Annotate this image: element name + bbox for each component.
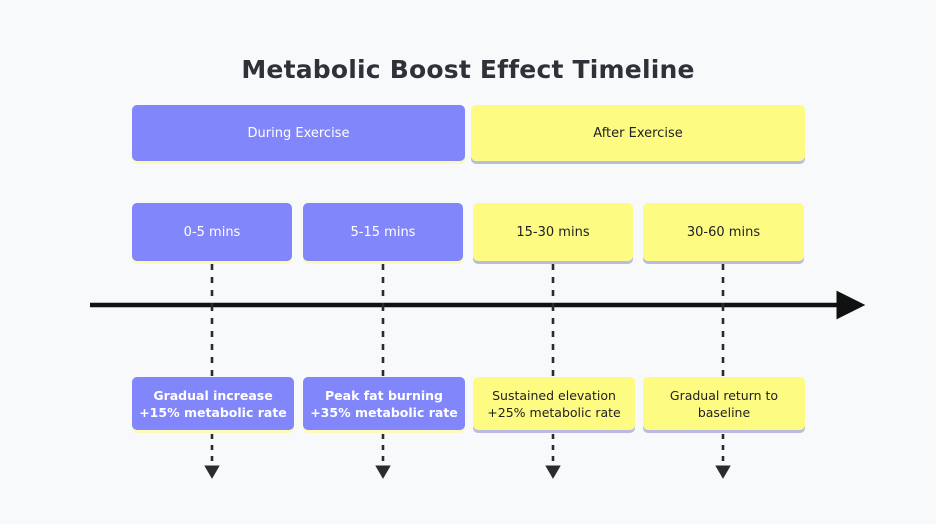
description-line-1: Peak fat burning: [325, 387, 443, 403]
description-line-1: Gradual increase: [153, 387, 273, 403]
description-line-1: Gradual return to: [669, 387, 779, 403]
description-box-30-60-mins[interactable]: Gradual return to baseline: [643, 377, 805, 430]
time-box-15-30-mins[interactable]: 15-30 mins: [473, 203, 633, 261]
time-box-label: 15-30 mins: [516, 224, 590, 240]
connector-group-upper: [210, 264, 725, 305]
time-box-0-5-mins[interactable]: 0-5 mins: [132, 203, 292, 261]
time-box-label: 5-15 mins: [350, 224, 416, 240]
description-line-2: +35% metabolic rate: [310, 404, 458, 420]
connector-group-lower: [210, 305, 725, 377]
time-box-5-15-mins[interactable]: 5-15 mins: [303, 203, 463, 261]
time-box-30-60-mins[interactable]: 30-60 mins: [643, 203, 804, 261]
description-box-0-5-mins[interactable]: Gradual increase +15% metabolic rate: [132, 377, 294, 430]
description-line-2: baseline: [697, 404, 751, 420]
time-box-label: 0-5 mins: [183, 224, 241, 240]
time-box-label: 30-60 mins: [686, 224, 761, 240]
phase-band-after-exercise: After Exercise: [471, 105, 805, 161]
description-box-15-30-mins[interactable]: Sustained elevation +25% metabolic rate: [473, 377, 635, 430]
phase-band-label: After Exercise: [593, 125, 683, 141]
connector-group-tail: [204, 434, 731, 479]
description-line-1: Sustained elevation: [492, 387, 616, 403]
phase-band-label: During Exercise: [247, 125, 350, 141]
description-box-5-15-mins[interactable]: Peak fat burning +35% metabolic rate: [303, 377, 465, 430]
page-title: Metabolic Boost Effect Timeline: [241, 55, 695, 84]
phase-band-during-exercise: During Exercise: [132, 105, 465, 161]
description-line-2: +15% metabolic rate: [139, 404, 287, 420]
description-line-2: +25% metabolic rate: [487, 404, 621, 420]
